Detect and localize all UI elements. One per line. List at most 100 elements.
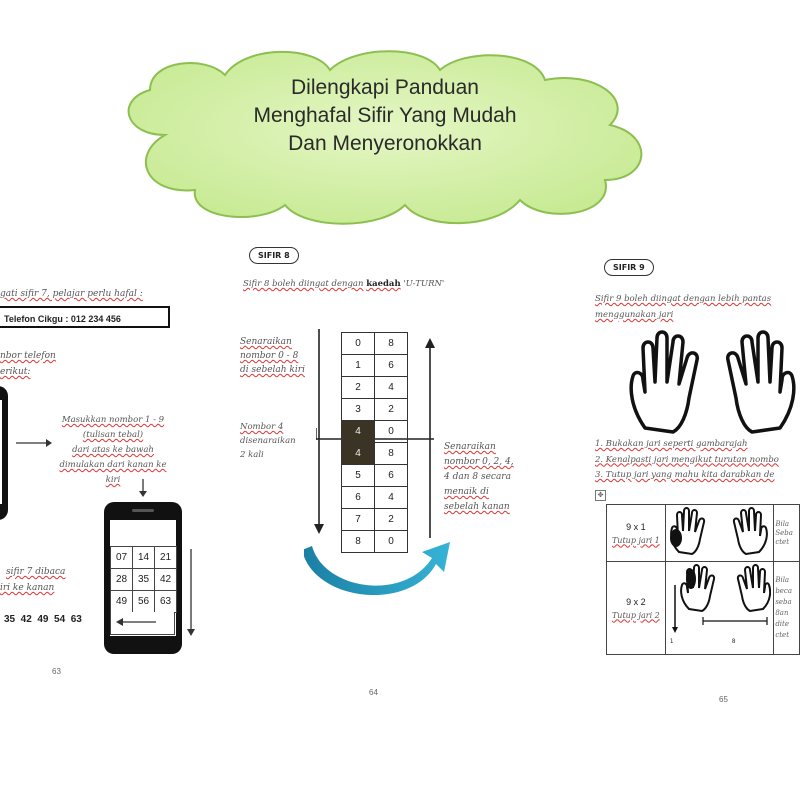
arrow-down-icon	[136, 478, 150, 498]
row1-side-text: Bila Seba ctet	[774, 505, 800, 562]
table-cell: 5	[342, 465, 375, 487]
right-note-line: 4 dan 8 secara	[444, 470, 514, 485]
page63-intro: gati sifir 7, pelajar perlu hafal :	[0, 289, 143, 299]
arrow-down-long-icon	[184, 548, 198, 638]
grid-cell: 42	[155, 569, 177, 591]
left-note-line: Nombor 4	[240, 420, 296, 434]
grid-cell: 63	[155, 591, 177, 613]
tick-label-1: 1	[670, 638, 674, 645]
phone-number-box: Telefon Cikgu : 012 234 456	[0, 306, 170, 328]
left-note-line: Senaraikan	[240, 335, 305, 349]
grid-cell: 35	[133, 569, 155, 591]
table-cell: 4	[375, 377, 408, 399]
grid-row: 28 35 42	[111, 569, 177, 591]
grid-cell: 56	[133, 591, 155, 613]
sifir8-intro-b: kaedah	[366, 279, 400, 289]
row-label-cell: 9 x 1 Tutup jari 1	[607, 505, 666, 562]
sifir8-intro-c: 'U-TURN'	[403, 279, 444, 289]
sifir9-intro-line1: Sifir 9 boleh diingat dengan lebih panta…	[595, 291, 771, 307]
grid-cell: 49	[111, 591, 133, 613]
left-note-line: nombor 0 - 8	[240, 349, 305, 363]
sifir9-intro-line2: menggunakan jari	[595, 307, 771, 323]
grid-cell: 07	[111, 547, 133, 569]
arrow-left-icon	[114, 615, 158, 629]
side-line: ctet	[775, 538, 798, 547]
cloud-title: Dilengkapi Panduan Menghafal Sifir Yang …	[150, 74, 620, 158]
u-turn-arrow-icon	[304, 532, 454, 604]
cloud-line-3: Dan Menyeronokkan	[150, 130, 620, 158]
left-note-line: di sebelah kiri	[240, 363, 305, 377]
right-note-line: sebelah kanan	[444, 500, 514, 515]
instruction-line2: (tulisan tebal)	[54, 428, 172, 443]
row2-hands-cell: 1 8	[665, 562, 774, 655]
hands-closed-finger2-icon	[667, 563, 771, 649]
sifir8-badge: SIFIR 8	[249, 247, 299, 264]
side-line: beca	[775, 586, 798, 597]
table-cell-highlight: 4	[342, 443, 375, 465]
row1-sub: Tutup jari 1	[608, 536, 664, 545]
row1-hands-cell	[665, 505, 774, 562]
table-row: 56	[342, 465, 408, 487]
right-note-line: menaik di	[444, 485, 514, 500]
grid-row: 07 14 21	[111, 547, 177, 569]
sifir8-intro: Sifir 8 boleh diingat dengan kaedah 'U-T…	[243, 279, 444, 289]
page63-note2: erikut:	[0, 367, 30, 377]
right-note-line: nombor 0, 2, 4,	[444, 455, 514, 470]
sifir9-badge-label: SIFIR 9	[613, 263, 645, 272]
table-row: 32	[342, 399, 408, 421]
row1-label: 9 x 1	[608, 522, 664, 532]
sifir7-sequence: 35 42 49 54 63	[4, 614, 82, 625]
sifir9-badge: SIFIR 9	[604, 259, 654, 276]
table-cell: 7	[342, 509, 375, 531]
table-row: 9 x 1 Tutup jari 1 Bila Seba ctet	[607, 505, 800, 562]
page63-bottom-note2: iri ke kanan	[0, 583, 54, 593]
side-line: Seba	[775, 529, 798, 538]
table-cell: 8	[375, 333, 408, 355]
side-line: Bila	[775, 575, 798, 586]
cloud-line-1: Dilengkapi Panduan	[150, 74, 620, 102]
side-line: seba	[775, 597, 798, 608]
row2-sub: Tutup jari 2	[608, 611, 664, 620]
grid-cell: 28	[111, 569, 133, 591]
sifir8-right-notes: Senaraikan nombor 0, 2, 4, 4 dan 8 secar…	[444, 440, 514, 515]
page63-bottom-note1: sifir 7 dibaca	[6, 567, 65, 577]
table-cell: 0	[375, 421, 408, 443]
table-row: 72	[342, 509, 408, 531]
table-row: 9 x 2 Tutup jari 2 1 8	[607, 562, 800, 655]
side-line: Bila	[775, 520, 798, 529]
grid-row: 49 56 63	[111, 591, 177, 613]
table-cell: 3	[342, 399, 375, 421]
table-cell: 2	[375, 509, 408, 531]
sifir8-badge-label: SIFIR 8	[258, 251, 290, 260]
tick-label-8: 8	[732, 638, 736, 645]
side-line: ctet	[775, 630, 798, 641]
row2-side-text: Bila beca seba 8an dite ctet	[774, 562, 800, 655]
table-cell: 6	[375, 355, 408, 377]
row2-label: 9 x 2	[608, 597, 664, 607]
table-cell: 0	[342, 333, 375, 355]
step-line: 1. Bukakan jari seperti gambarajah	[595, 437, 779, 453]
table-cell: 6	[375, 465, 408, 487]
table-cell: 2	[342, 377, 375, 399]
table-row: 40	[342, 421, 408, 443]
table-cell: 6	[342, 487, 375, 509]
table-cell: 4	[375, 487, 408, 509]
page-number-64: 64	[369, 688, 378, 697]
sifir8-intro-a: Sifir 8 boleh diingat dengan	[243, 279, 363, 289]
grid-cell: 21	[155, 547, 177, 569]
move-handle-icon[interactable]: ✥	[595, 490, 606, 501]
sifir9-intro: Sifir 9 boleh diingat dengan lebih panta…	[595, 291, 771, 323]
instruction-line1: Masukkan nombor 1 - 9	[54, 413, 172, 428]
step-line: 2. Kenalpasti jari mengikut turutan nomb…	[595, 453, 779, 469]
sifir8-left-notes: Senaraikan nombor 0 - 8 di sebelah kiri	[240, 335, 305, 377]
hands-illustration	[625, 328, 800, 436]
hands-closed-finger1-icon	[667, 506, 771, 556]
table-cell: 1	[342, 355, 375, 377]
page63-instructions: Masukkan nombor 1 - 9 (tulisan tebal) da…	[54, 413, 172, 488]
